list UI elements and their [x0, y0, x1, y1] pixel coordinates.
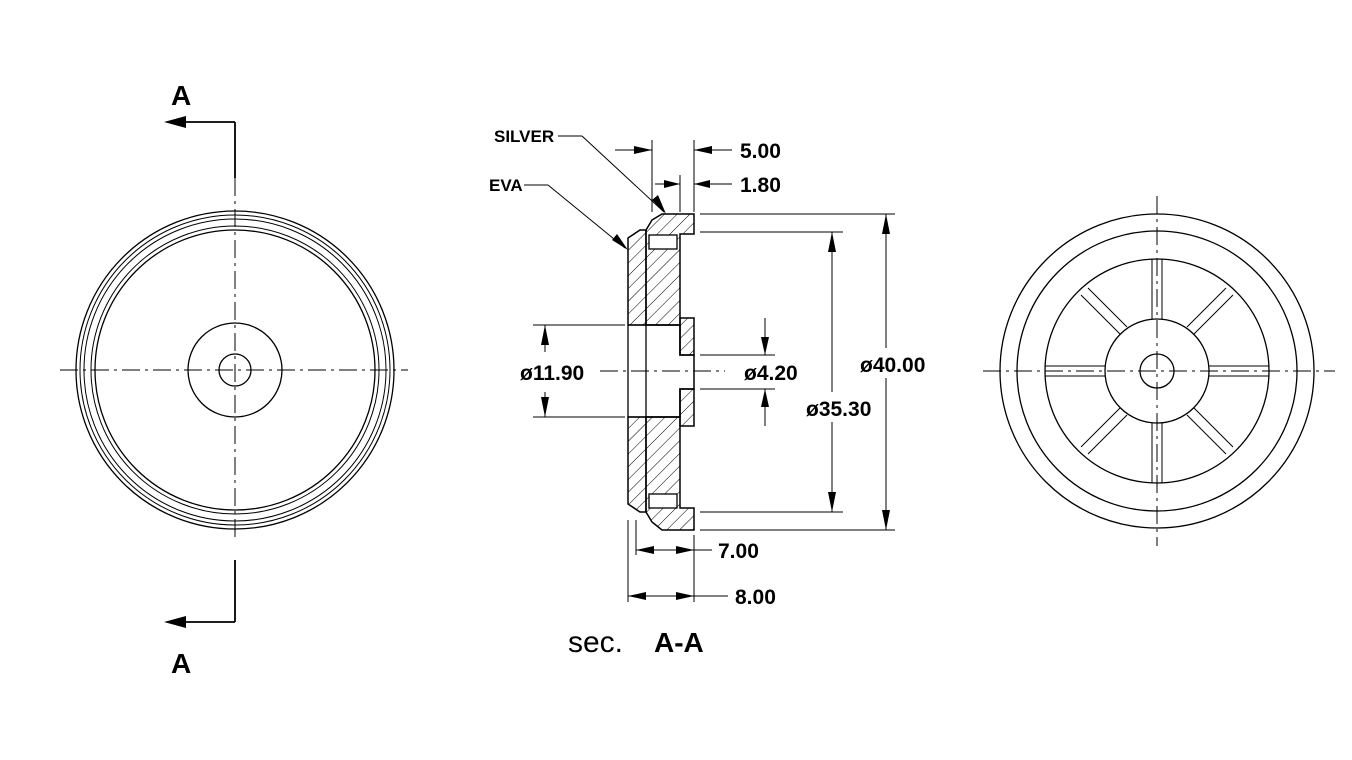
dim-40: ø40.00 — [858, 214, 925, 530]
dim-5: 5.00 — [615, 140, 781, 163]
eva-layer-top — [627, 229, 647, 326]
dim-7: 7.00 — [636, 540, 759, 563]
body-section-top — [645, 213, 695, 326]
front-view: A A — [60, 80, 408, 679]
section-cut-top: A — [164, 80, 236, 178]
label-eva: EVA — [489, 176, 523, 195]
dim-label-40: ø40.00 — [860, 354, 925, 377]
dim-11-9: ø11.90 — [520, 325, 584, 417]
section-title-label: A-A — [654, 627, 704, 658]
eva-leader: EVA — [489, 176, 628, 250]
body-section-bottom — [645, 416, 695, 531]
back-view — [983, 196, 1335, 546]
hub-bottom — [679, 388, 695, 427]
dim-label-4-2: ø4.20 — [744, 362, 798, 385]
silver-leader: SILVER — [494, 127, 666, 214]
section-mark-top: A — [171, 80, 191, 111]
section-title-prefix: sec. — [568, 626, 623, 659]
section-mark-bottom: A — [171, 648, 191, 679]
dim-8: 8.00 — [628, 586, 776, 609]
dim-1-8: 1.80 — [655, 174, 781, 197]
section-cut-bottom: A — [164, 560, 236, 679]
label-silver: SILVER — [494, 127, 554, 146]
dim-label-8: 8.00 — [735, 586, 776, 609]
dim-35-3: ø35.30 — [804, 232, 871, 512]
dim-4-2: ø4.20 — [744, 318, 798, 426]
eva-layer-bottom — [627, 416, 647, 513]
back-ribs — [1045, 259, 1269, 483]
dim-label-35-3: ø35.30 — [806, 398, 871, 421]
dim-label-11-9: ø11.90 — [520, 362, 584, 385]
dim-label-1-8: 1.80 — [740, 174, 781, 197]
section-view: 5.00 1.80 SILVER EVA — [489, 127, 925, 659]
dim-label-5: 5.00 — [740, 140, 781, 163]
dim-label-7: 7.00 — [718, 540, 759, 563]
hub-top — [679, 317, 695, 356]
